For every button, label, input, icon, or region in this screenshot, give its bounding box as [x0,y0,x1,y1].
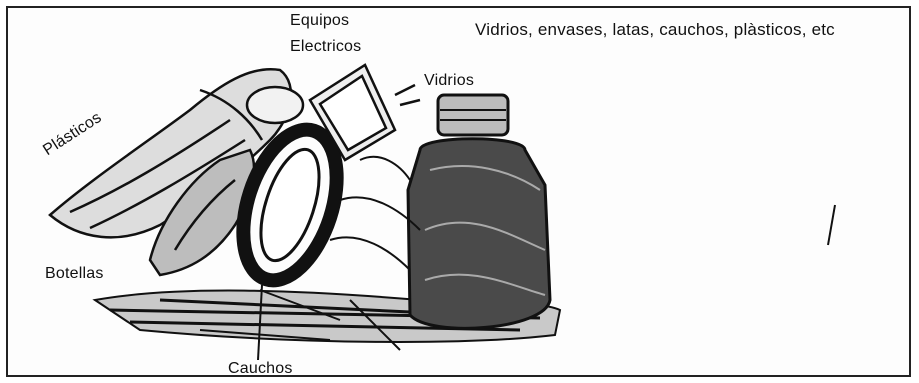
label-vidrios: Vidrios [424,72,475,89]
debris-lines [329,155,836,271]
label-botellas: Botellas [45,265,104,282]
glass-jar-shape [406,93,552,330]
label-electricos: Electricos [290,38,362,55]
plastic-bag-shape [48,67,305,239]
electrical-device-shape [308,63,421,162]
figure-title: Vidrios, envases, latas, cauchos, plàsti… [475,20,835,39]
label-equipos: Equipos [290,12,350,29]
tire-shape [236,122,344,361]
label-cauchos: Cauchos [228,360,293,377]
